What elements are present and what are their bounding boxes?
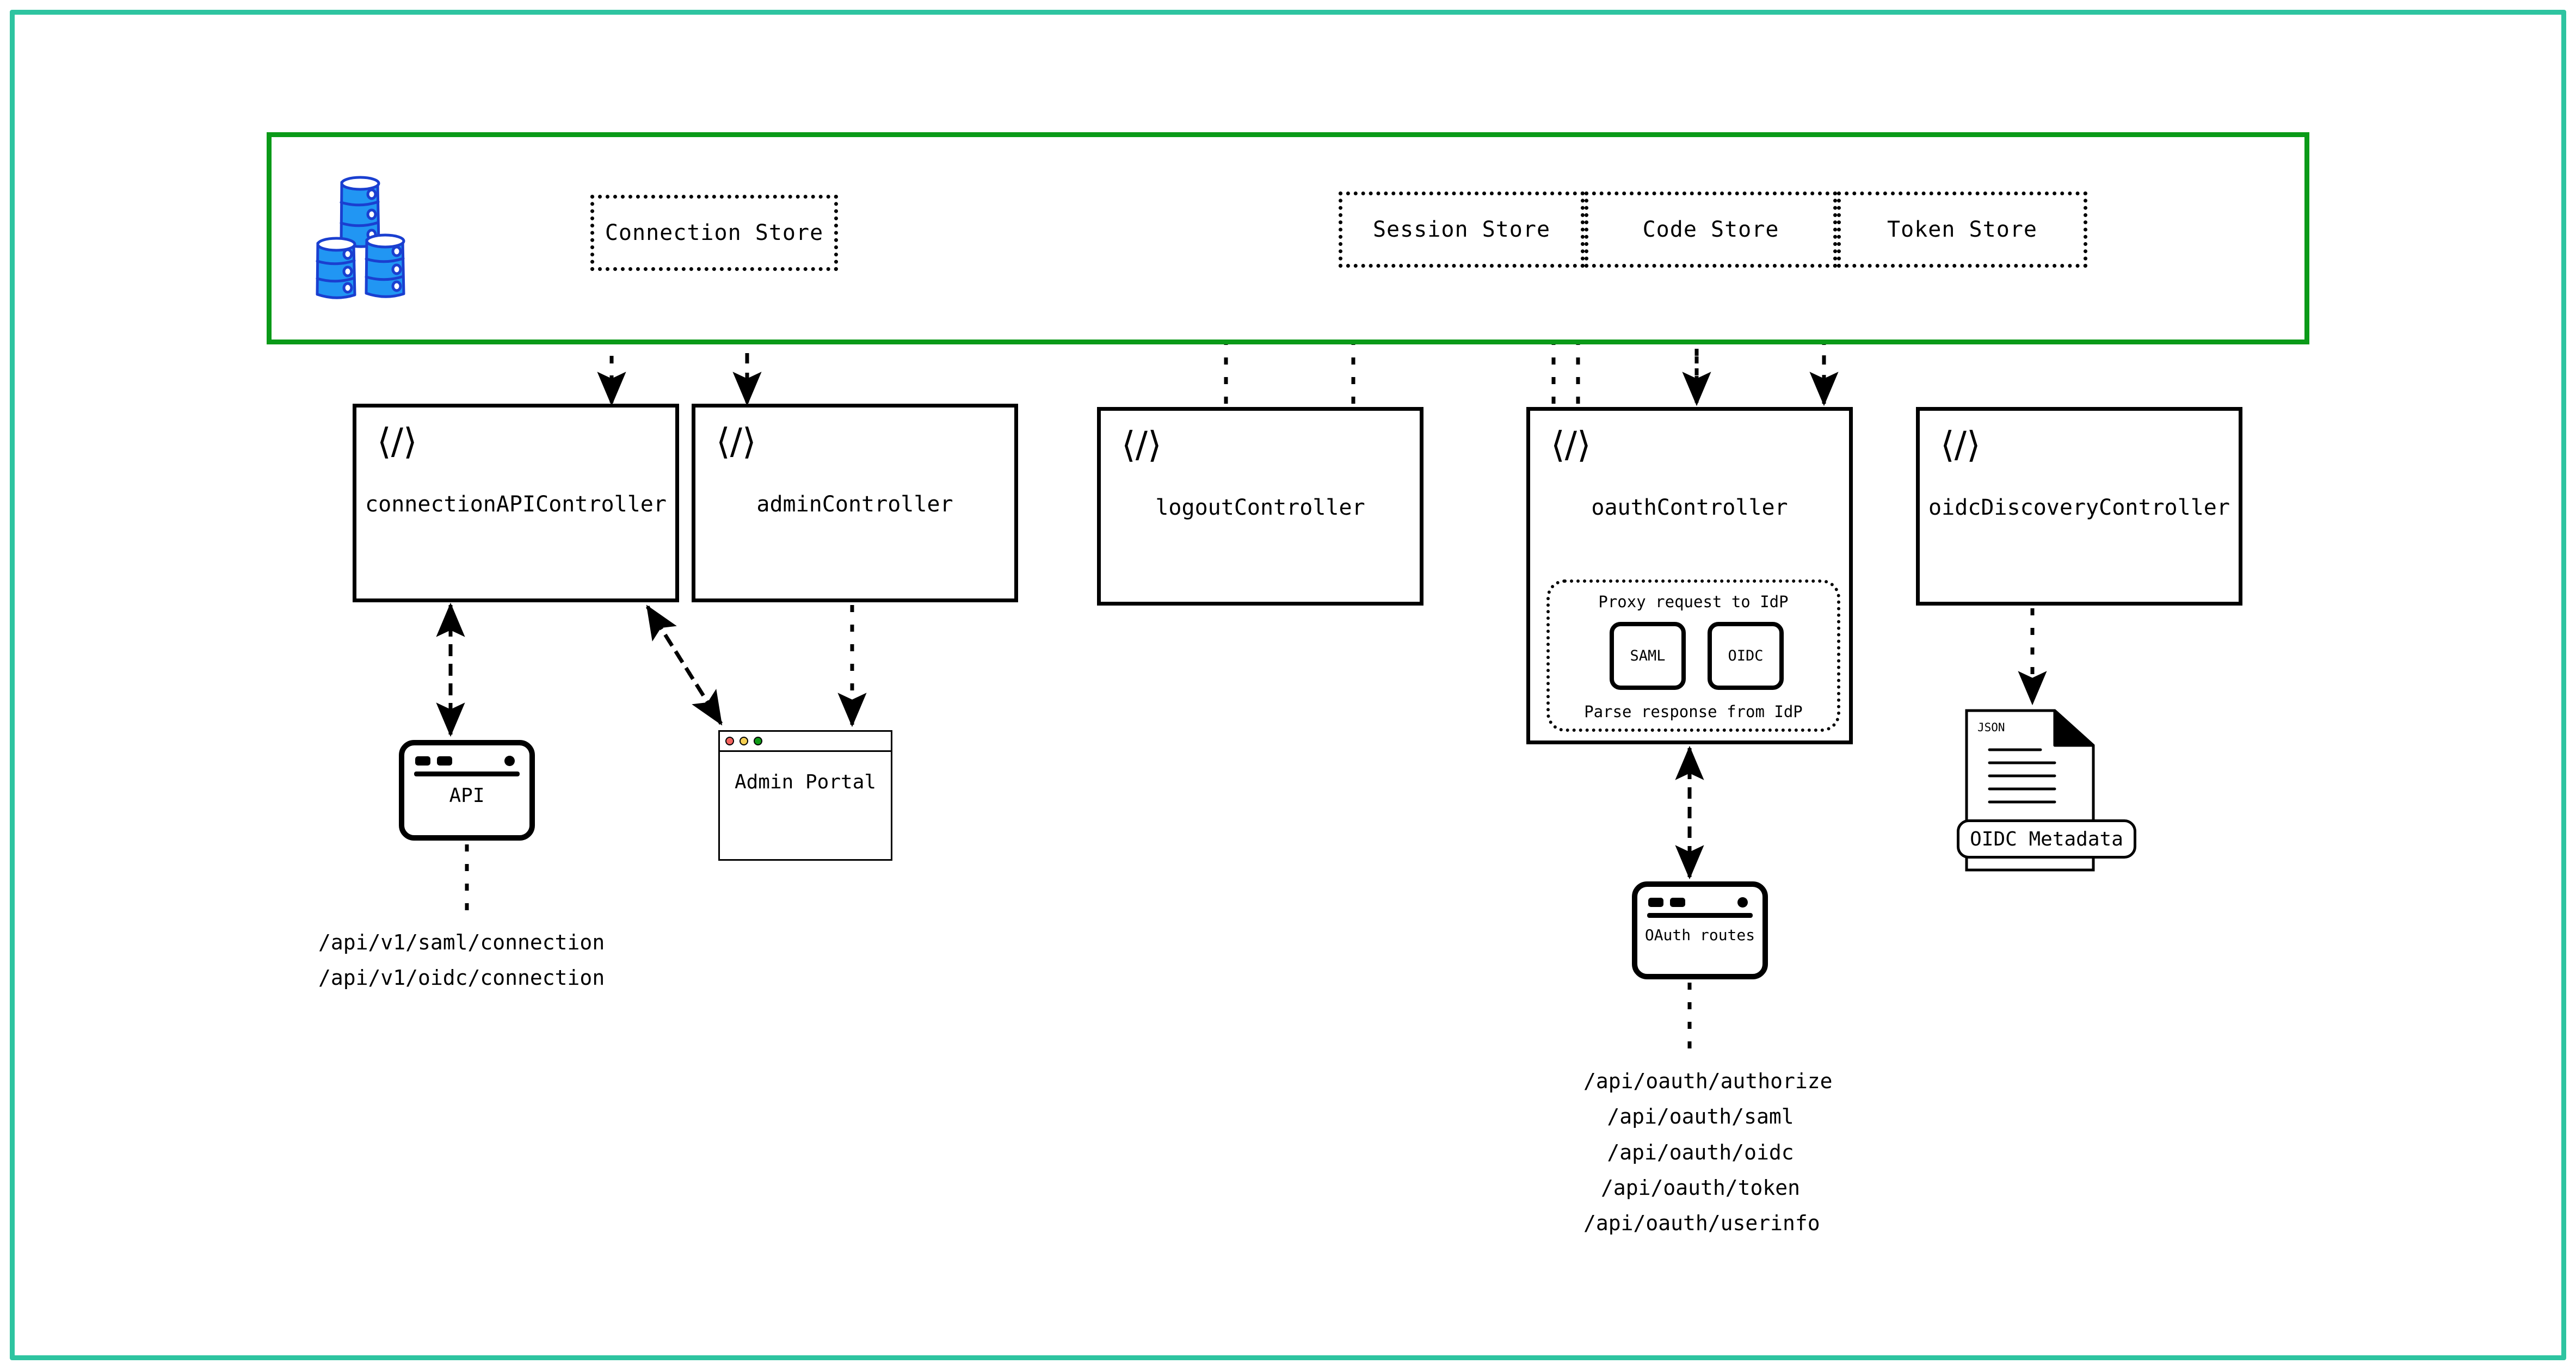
close-icon[interactable] [725, 737, 734, 745]
controller-logoutcontroller[interactable]: ⟨/⟩ logoutController [1097, 407, 1423, 606]
oauth-routes-label: OAuth routes [1644, 926, 1755, 944]
store-label: Code Store [1642, 217, 1779, 242]
protocol-chip-saml[interactable]: SAML [1610, 622, 1686, 690]
window-dot-two [437, 756, 452, 766]
code-icon: ⟨/⟩ [1121, 424, 1162, 466]
connection-endpoint-list: /api/v1/saml/connection /api/v1/oidc/con… [318, 925, 605, 996]
window-dot-one [1648, 898, 1663, 907]
store-code-store[interactable]: Code Store [1585, 192, 1837, 268]
protocol-chip-label: OIDC [1728, 647, 1764, 664]
protocol-chip-oidc[interactable]: OIDC [1708, 622, 1784, 690]
window-address-bar [1647, 913, 1753, 918]
controller-connectionapicontroller[interactable]: ⟨/⟩ connectionAPIController [353, 404, 679, 602]
controller-oidcdiscoverycontroller[interactable]: ⟨/⟩ oidcDiscoveryController [1916, 407, 2242, 606]
code-icon: ⟨/⟩ [377, 421, 417, 462]
controller-oauthcontroller[interactable]: ⟨/⟩ oauthController Proxy request to IdP… [1526, 407, 1853, 744]
browser-titlebar [720, 732, 891, 752]
controller-label: adminController [756, 492, 953, 517]
endpoint-path: /api/v1/oidc/connection [318, 966, 605, 990]
endpoint-path: /api/v1/saml/connection [318, 930, 605, 954]
code-icon: ⟨/⟩ [1551, 424, 1591, 466]
api-window-icon[interactable]: API [399, 740, 535, 841]
store-session-store[interactable]: Session Store [1339, 192, 1585, 268]
admin-portal-label: Admin Portal [734, 771, 877, 793]
window-dot-two [1670, 898, 1685, 907]
code-icon: ⟨/⟩ [716, 421, 756, 462]
page-border [10, 10, 2566, 1360]
oauth-endpoint-list: /api/oauth/authorize /api/oauth/saml /ap… [1583, 1064, 1833, 1242]
oidc-metadata-label: OIDC Metadata [1970, 828, 2123, 850]
browser-window-admin-portal[interactable]: Admin Portal [718, 730, 892, 861]
store-connection-store[interactable]: Connection Store [590, 195, 838, 271]
protocol-chip-label: SAML [1630, 647, 1666, 664]
database-stack-icon [310, 171, 435, 302]
oauth-routes-window-icon[interactable]: OAuth routes [1632, 881, 1768, 979]
endpoint-path: /api/oauth/oidc [1607, 1140, 1794, 1164]
minimize-icon[interactable] [739, 737, 748, 745]
window-address-bar [414, 772, 520, 776]
idp-group-title: Proxy request to IdP [1598, 593, 1789, 611]
idp-proxy-group: Proxy request to IdP SAML OIDC Parse res… [1546, 579, 1840, 732]
endpoint-path: /api/oauth/authorize [1583, 1069, 1833, 1093]
window-dot-three [504, 756, 515, 766]
controller-admincontroller[interactable]: ⟨/⟩ adminController [692, 404, 1018, 602]
endpoint-path: /api/oauth/token [1600, 1176, 1801, 1200]
endpoint-path: /api/oauth/userinfo [1583, 1211, 1820, 1236]
controller-label: connectionAPIController [365, 492, 667, 517]
store-label: Token Store [1887, 217, 2037, 242]
api-label: API [449, 785, 485, 807]
svg-text:JSON: JSON [1977, 721, 2005, 734]
window-dot-one [415, 756, 430, 766]
store-label: Session Store [1372, 217, 1551, 242]
idp-group-footer: Parse response from IdP [1584, 702, 1803, 721]
controller-label: logoutController [1155, 495, 1365, 520]
endpoint-path: /api/oauth/saml [1607, 1104, 1794, 1129]
controller-label: oidcDiscoveryController [1928, 495, 2230, 520]
window-dot-three [1737, 897, 1748, 908]
maximize-icon[interactable] [754, 737, 762, 745]
oidc-metadata-label-pill[interactable]: OIDC Metadata [1957, 819, 2136, 859]
store-label: Connection Store [605, 220, 824, 245]
controller-label: oauthController [1591, 495, 1788, 520]
store-token-store[interactable]: Token Store [1837, 192, 2087, 268]
code-icon: ⟨/⟩ [1940, 424, 1981, 466]
